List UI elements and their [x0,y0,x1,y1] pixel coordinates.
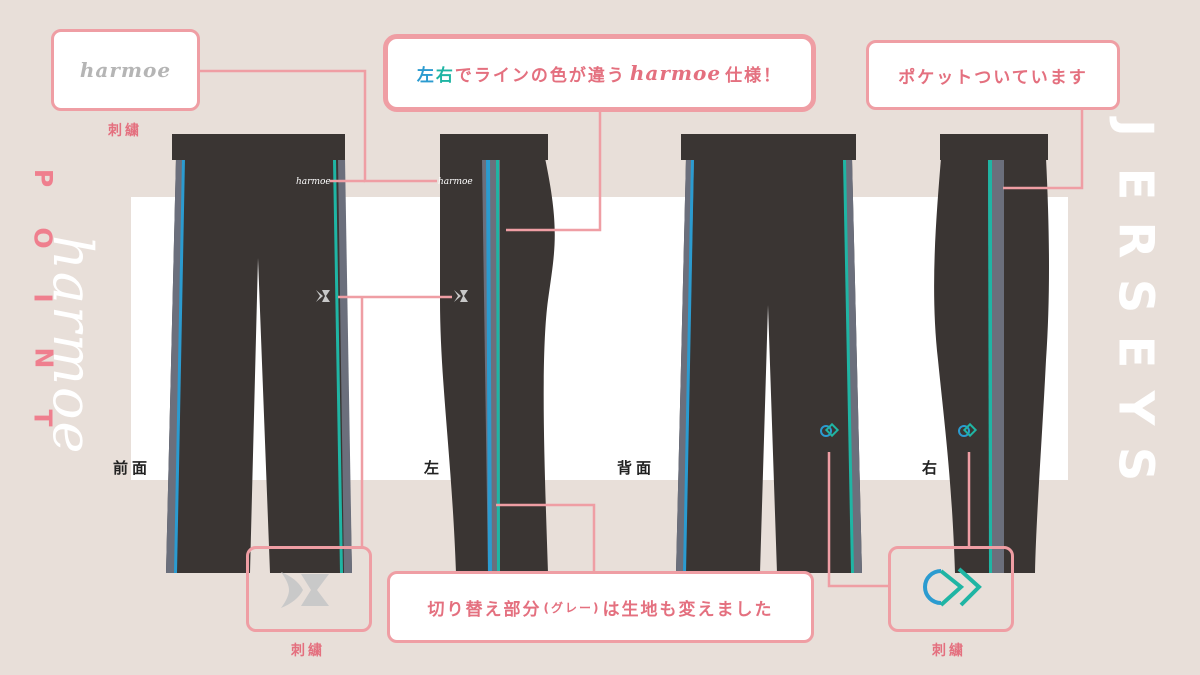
view-right-label: 右 [922,459,942,477]
jerseys-letter: S [1106,278,1163,314]
harmoe-logo-text: harmoe [79,58,172,82]
jerseys-letter: S [1106,446,1163,482]
embroidery-mark-front [316,290,330,302]
pants-right [934,134,1049,573]
embroidery-logo-gray-icon [281,572,329,608]
panel-paren: (グレー) [543,600,601,615]
embroidery-top-label: 刺繍 [108,123,142,139]
line-color-text: でラインの色が違う [454,65,626,86]
jerseys-letter: R [1107,221,1163,259]
embroidery-logo-color-icon [923,567,982,607]
panel-material-callout: 切り替え部分(グレー)は生地も変えました [387,571,814,643]
pants-back [676,134,862,573]
pants-front: harmoe [166,134,352,573]
embroidery-bottom-right-label: 刺繍 [932,643,966,659]
embroidery-gray-callout [246,546,372,632]
jerseys-letter: Y [1106,390,1163,426]
embroidery-mark-back [820,422,840,438]
garment-logo-left: harmoe [438,177,473,187]
embroidery-color-callout [888,546,1014,632]
line-color-brand: harmoe [629,61,722,85]
pocket-callout: ポケットついています [866,40,1120,110]
jerseys-letter: E [1106,167,1163,201]
callout-connectors [199,69,1084,588]
panel-post: は生地も変えました [602,599,774,620]
embroidery-bottom-left-label: 刺繍 [291,643,325,659]
embroidery-mark-right [958,422,978,438]
view-front-label: 前面 [113,459,152,477]
embroidery-logo-callout: harmoe [51,29,200,111]
jerseys-letter: J [1106,119,1163,137]
point-letter: P [28,168,58,188]
pants-left: harmoe [438,134,555,573]
pocket-text: ポケットついています [898,67,1088,88]
embroidery-mark-left [454,290,468,302]
line-color-post: 仕様！ [725,65,783,86]
right-word: 右 [435,65,455,86]
jerseys-vertical-text: J E R S E Y S [1106,100,1163,492]
jerseys-letter: E [1106,335,1163,369]
left-word: 左 [416,65,436,86]
garment-logo-front: harmoe [296,177,331,187]
panel-text: 切り替え部分 [427,599,542,620]
view-left-label: 左 [424,459,444,477]
view-back-label: 背面 [617,459,656,477]
harmoe-vertical-brand: harmoe [41,235,104,456]
